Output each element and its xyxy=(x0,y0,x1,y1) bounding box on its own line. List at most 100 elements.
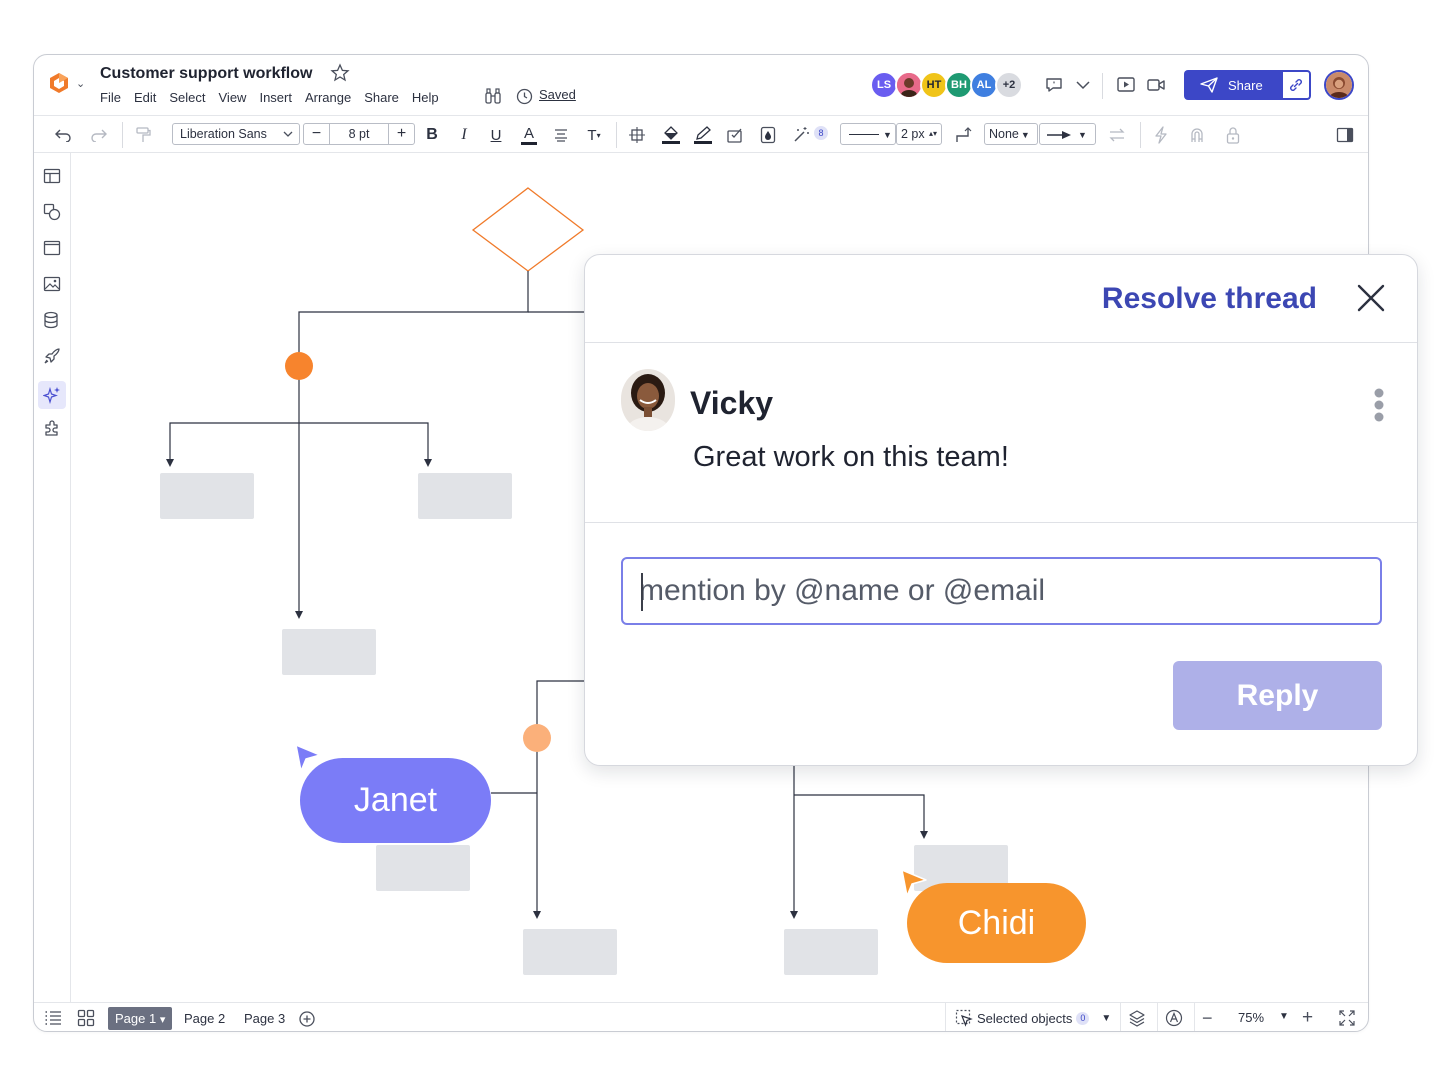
line-shape-icon[interactable] xyxy=(952,124,974,146)
data-icon[interactable] xyxy=(41,309,63,331)
avatar[interactable]: LS xyxy=(870,71,898,99)
text-options-icon[interactable]: T▾ xyxy=(587,126,601,144)
grid-view-icon[interactable] xyxy=(77,1007,95,1029)
chevron-down-icon[interactable] xyxy=(1074,77,1092,93)
comment-icon[interactable]: " xyxy=(1044,75,1064,95)
panel-toggle-icon[interactable] xyxy=(1334,124,1356,146)
close-icon[interactable] xyxy=(1355,282,1387,314)
zoom-level[interactable]: 75% xyxy=(1238,1010,1265,1025)
style-icon[interactable] xyxy=(724,124,746,146)
more-collaborators-badge[interactable]: +2 xyxy=(995,71,1023,99)
lock-icon[interactable] xyxy=(1222,124,1244,146)
underline-icon[interactable]: U xyxy=(490,126,502,144)
video-camera-icon[interactable] xyxy=(1146,76,1166,94)
avatar[interactable] xyxy=(895,71,923,99)
menu-edit[interactable]: Edit xyxy=(133,90,157,105)
decrease-font-size-button[interactable]: − xyxy=(304,124,330,144)
avatar[interactable]: BH xyxy=(945,71,973,99)
fill-color-icon[interactable] xyxy=(660,124,682,146)
menu-share[interactable]: Share xyxy=(364,90,399,105)
magic-wand-icon[interactable] xyxy=(790,124,812,146)
decision-node[interactable] xyxy=(523,724,551,752)
shapes-icon[interactable] xyxy=(41,201,63,223)
decision-diamond[interactable] xyxy=(471,187,585,272)
avatar[interactable]: HT xyxy=(920,71,948,99)
page-tab-1[interactable]: Page 1 ▾ xyxy=(108,1007,173,1030)
chevron-down-icon[interactable]: ⌄ xyxy=(76,78,86,90)
page-tab-3[interactable]: Page 3 xyxy=(244,1011,286,1026)
magnet-icon[interactable] xyxy=(1186,124,1208,146)
app-logo-icon[interactable] xyxy=(48,72,70,94)
line-width-select[interactable]: 2 px▴▾ xyxy=(896,123,942,145)
line-style-select[interactable]: ▼ xyxy=(840,123,896,145)
align-text-icon[interactable] xyxy=(551,124,571,146)
document-title[interactable]: Customer support workflow xyxy=(100,65,313,82)
selected-objects-control[interactable]: Selected objects 0 ▼ xyxy=(955,1009,1111,1027)
star-icon[interactable] xyxy=(330,63,350,83)
font-size-stepper[interactable]: − 8 pt + xyxy=(303,123,415,145)
line-start-select[interactable]: None▼ xyxy=(984,123,1038,145)
redo-icon[interactable] xyxy=(88,124,110,146)
share-button[interactable]: Share xyxy=(1184,70,1281,100)
opacity-icon[interactable] xyxy=(757,124,779,146)
image-icon[interactable] xyxy=(41,273,63,295)
reply-input[interactable]: mention by @name or @email xyxy=(621,557,1382,625)
position-icon[interactable] xyxy=(626,124,648,146)
divider xyxy=(1157,1003,1158,1031)
copy-link-button[interactable] xyxy=(1281,70,1311,100)
line-color-icon[interactable] xyxy=(692,124,714,146)
resolve-thread-button[interactable]: Resolve thread xyxy=(1101,282,1317,315)
process-box[interactable] xyxy=(784,929,878,975)
ai-sparkle-icon[interactable] xyxy=(38,381,66,409)
menu-file[interactable]: File xyxy=(100,90,121,105)
font-size-value[interactable]: 8 pt xyxy=(348,127,370,141)
swap-arrows-icon[interactable] xyxy=(1106,124,1128,146)
templates-icon[interactable] xyxy=(41,165,63,187)
zoom-out-button[interactable]: − xyxy=(1202,1007,1213,1028)
zoom-in-button[interactable]: + xyxy=(1302,1007,1314,1028)
page-tab-2[interactable]: Page 2 xyxy=(184,1011,226,1026)
present-icon[interactable] xyxy=(1116,76,1136,94)
decision-node[interactable] xyxy=(285,352,313,380)
diagram-canvas[interactable] xyxy=(71,153,1368,1003)
reply-button[interactable]: Reply xyxy=(1173,661,1382,730)
process-box[interactable] xyxy=(523,929,617,975)
font-family-select[interactable]: Liberation Sans xyxy=(172,123,300,145)
effects-count-badge: 8 xyxy=(814,126,828,140)
binoculars-icon[interactable] xyxy=(484,87,502,105)
fullscreen-icon[interactable] xyxy=(1338,1007,1356,1029)
menu-select[interactable]: Select xyxy=(169,90,206,105)
process-box[interactable] xyxy=(282,629,376,675)
add-page-icon[interactable] xyxy=(298,1008,316,1030)
comment-thread-panel: Resolve thread Vicky Great work on this … xyxy=(584,254,1418,766)
menu-insert[interactable]: Insert xyxy=(259,90,292,105)
layers-icon[interactable] xyxy=(1128,1007,1146,1029)
process-box[interactable] xyxy=(160,473,254,519)
process-box[interactable] xyxy=(418,473,512,519)
rocket-icon[interactable] xyxy=(41,345,63,367)
lightning-icon[interactable] xyxy=(1150,124,1172,146)
menu-arrange[interactable]: Arrange xyxy=(304,90,352,105)
accessibility-icon[interactable] xyxy=(1165,1007,1183,1029)
more-options-icon[interactable] xyxy=(1373,387,1385,423)
chevron-down-icon[interactable]: ▼ xyxy=(1279,1011,1289,1022)
avatar[interactable]: AL xyxy=(970,71,998,99)
menu-help[interactable]: Help xyxy=(411,90,439,105)
user-avatar[interactable] xyxy=(1324,70,1354,100)
italic-icon[interactable]: I xyxy=(461,126,467,143)
undo-icon[interactable] xyxy=(52,124,74,146)
line-end-select[interactable]: ▼ xyxy=(1039,123,1096,145)
process-box[interactable] xyxy=(376,845,470,891)
format-painter-icon[interactable] xyxy=(132,124,154,146)
frame-icon[interactable] xyxy=(41,237,63,259)
divider xyxy=(585,342,1417,343)
bold-icon[interactable]: B xyxy=(426,126,438,143)
divider xyxy=(1140,122,1141,148)
list-view-icon[interactable] xyxy=(44,1007,62,1029)
puzzle-icon[interactable] xyxy=(41,417,63,439)
divider xyxy=(122,122,123,148)
saved-status[interactable]: Saved xyxy=(539,87,576,102)
text-color-icon[interactable]: A xyxy=(518,124,540,146)
increase-font-size-button[interactable]: + xyxy=(388,124,414,144)
menu-view[interactable]: View xyxy=(218,90,247,105)
